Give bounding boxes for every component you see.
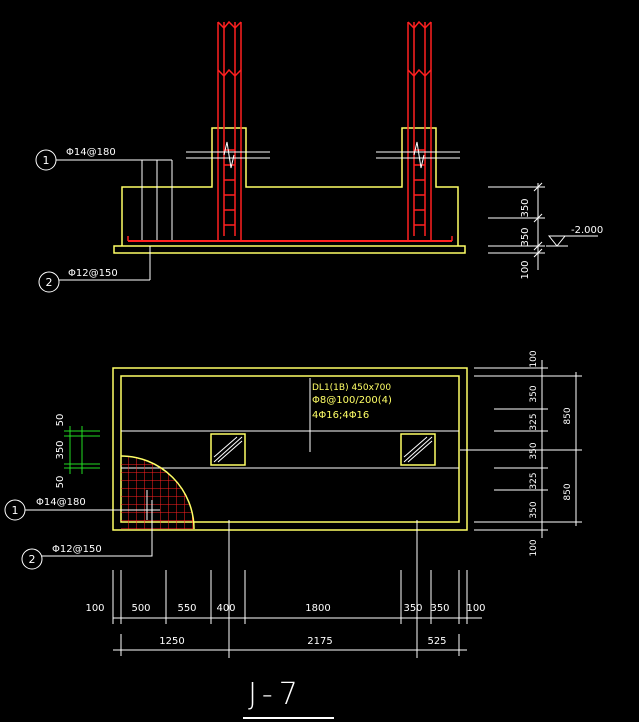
left-column-rebar [217,20,242,240]
dim-label: 500 [131,603,150,614]
dim-label: 2175 [307,636,332,647]
elevation-view: 1 Φ14@180 2 Φ12@150 350 350 100 [35,20,603,293]
rebar-spec-label: Φ12@150 [68,268,118,279]
dim-label: 350 [430,603,449,614]
dim-label: 325 [529,472,539,489]
dim-label: 350 [529,385,539,402]
callout-number: 2 [29,553,36,566]
elevation-dims-right [488,182,545,270]
dim-label: 1800 [305,603,330,614]
callout-number: 1 [43,154,50,167]
dim-label: 400 [216,603,235,614]
plan-callout-1: 1 Φ14@180 [4,490,160,521]
dim-label: 350 [529,501,539,518]
section-lines [141,160,173,280]
dim-label: 50 [55,414,66,427]
cushion-outline [112,367,468,531]
dim-label: 100 [85,603,104,614]
drawing-title: J-7 [248,677,304,712]
dim-label: 350 [529,442,539,459]
beam-note-line3: 4Φ16;4Φ16 [312,410,369,421]
dim-label: 850 [563,483,573,500]
callout-number: 1 [12,504,19,517]
rebar-mesh-detail [120,455,195,530]
dim-label: 350 [520,227,531,246]
level-marker [546,235,598,247]
beam-note-line1: DL1(1B) 450x700 [312,383,391,393]
footing-outline [121,127,459,246]
plan-callout-2: 2 Φ12@150 [21,500,153,570]
callout-number: 2 [46,276,53,289]
plan-view: DL1(1B) 450x700 Φ8@100/200(4) 4Φ16;4Φ16 … [4,350,582,658]
elevation-callout-2: 2 Φ12@150 [38,268,150,293]
dim-label: 525 [427,636,446,647]
footing-outline [120,375,460,523]
column-right [400,433,436,466]
plan-dims-bottom-row2 [113,634,467,656]
elevation-callout-1: 1 Φ14@180 [35,147,172,171]
dim-label: 100 [466,603,485,614]
dim-label: 1250 [159,636,184,647]
dim-label: 100 [529,350,539,367]
dim-label: 350 [55,440,66,459]
dim-label: 100 [520,260,531,279]
plan-dims-bottom-row1 [112,520,482,658]
plan-dims-right [460,360,582,538]
right-column-rebar [407,20,432,240]
plan-dims-left [64,426,100,474]
level-label: -2.000 [571,225,603,236]
dim-label: 100 [529,539,539,556]
beam-note-line2: Φ8@100/200(4) [312,395,392,406]
column-left [210,433,246,466]
cushion-layer [113,245,466,254]
dim-label: 550 [177,603,196,614]
rebar-spec-label: Φ14@180 [36,497,86,508]
rebar-spec-label: Φ14@180 [66,147,116,158]
dim-label: 350 [403,603,422,614]
tie-beam-breaks [186,141,460,169]
rebar-spec-label: Φ12@150 [52,544,102,555]
dim-label: 350 [520,198,531,217]
dim-label: 850 [563,407,573,424]
dim-label: 325 [529,413,539,430]
dim-label: 50 [55,476,66,489]
